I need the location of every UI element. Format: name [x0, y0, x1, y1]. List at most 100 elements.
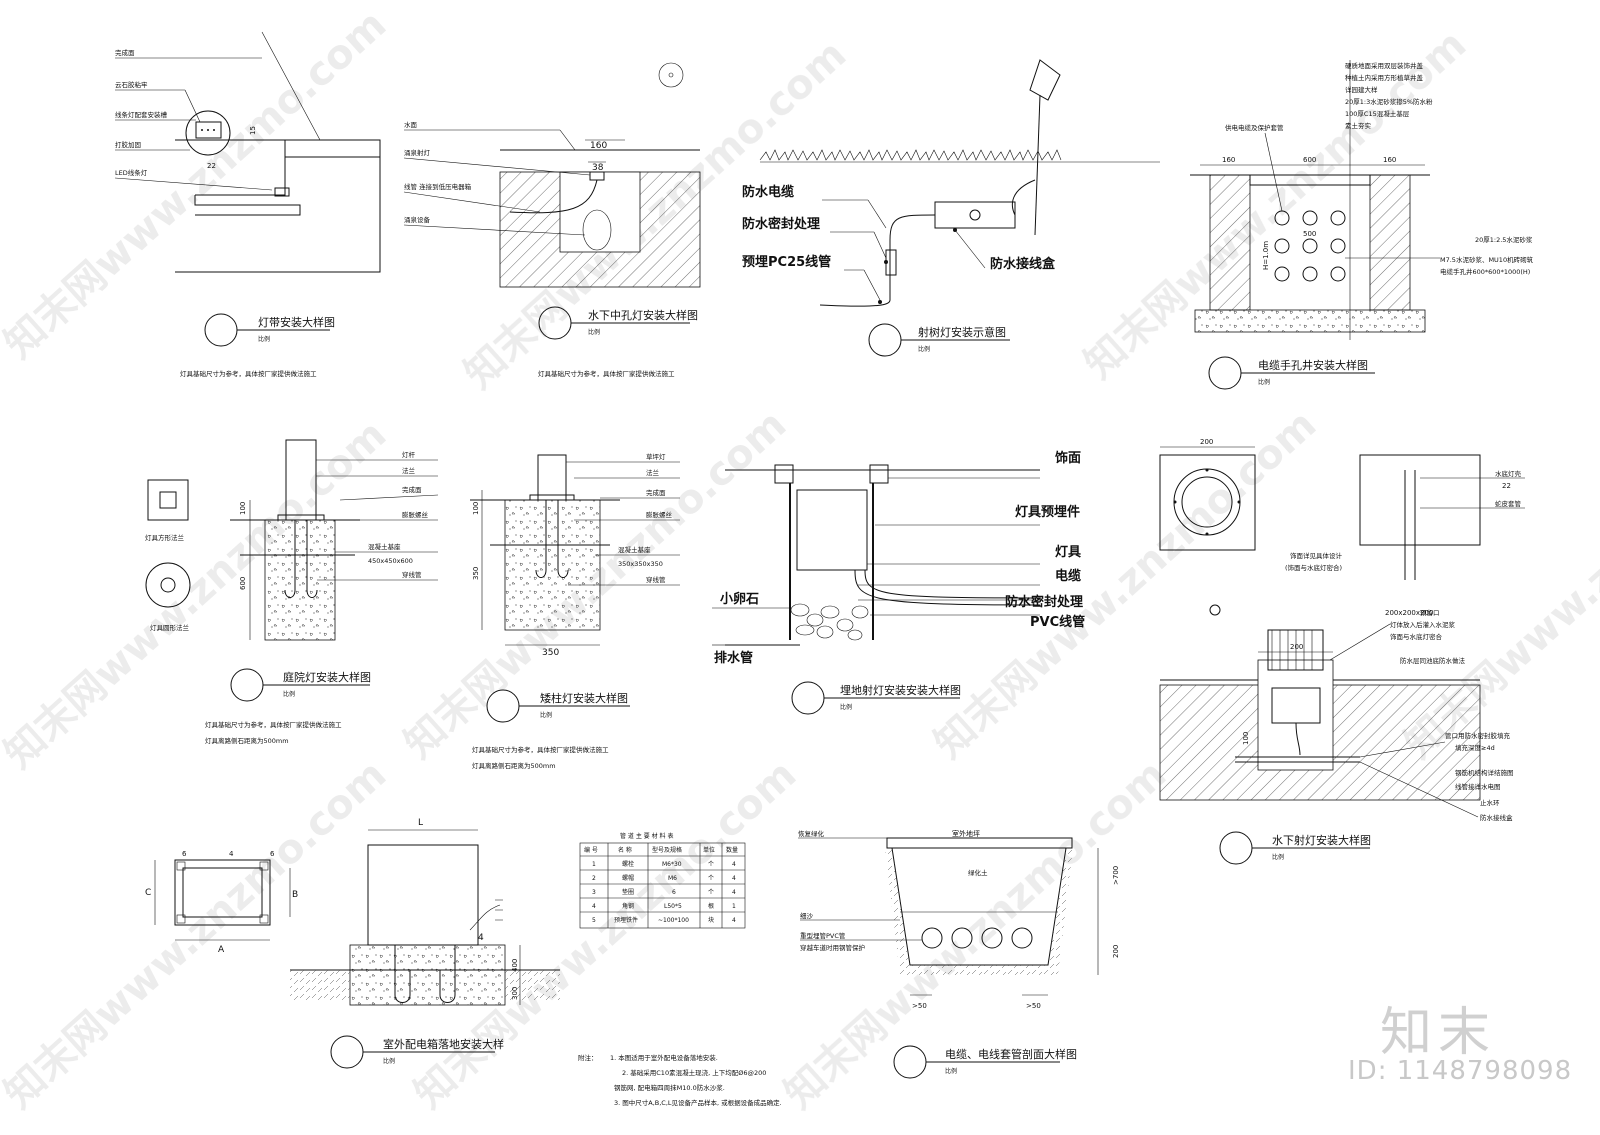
label: 素土夯实 [1345, 121, 1372, 130]
label: 线管 连接到低压电器箱 [404, 182, 472, 191]
dim: 6 [270, 850, 275, 858]
label: 完成面 [646, 488, 666, 497]
detail-marker [791, 681, 825, 715]
table-row: 3 垫圈 6 个 4 [592, 888, 736, 896]
label: 云石胶粘牢 [115, 80, 148, 89]
label: 水底灯壳 [1495, 469, 1522, 478]
label: 防水接线盒 [990, 256, 1056, 272]
label: 室外地坪 [952, 829, 980, 838]
dim: 500 [1303, 230, 1316, 238]
scale-label: 比例 [283, 690, 295, 698]
detail-title: 灯带安装大样图 [258, 315, 335, 329]
detail-title: 室外配电箱落地安装大样 [383, 1037, 504, 1051]
lamp-fins [1271, 630, 1313, 670]
dim: 200 [1200, 438, 1213, 446]
label: 法兰 [646, 468, 660, 477]
label: 详园建大样 [1345, 85, 1378, 94]
detail-marker [230, 668, 264, 702]
table-cell: 4 [732, 875, 736, 882]
label: 防水密封处理 [1005, 594, 1083, 610]
table-cell: 个 [708, 889, 714, 896]
cable-conduits [1274, 210, 1346, 282]
table-cell: 根 [708, 902, 714, 910]
detail-note: 灯具离路侧石距离为500mm [205, 736, 289, 745]
label: 穿线管 [646, 575, 666, 584]
detail-title: 庭院灯安装大样图 [283, 670, 371, 684]
label: 膨胀螺丝 [646, 510, 673, 519]
label: 混凝土基座 [618, 545, 651, 554]
table-cell: 4 [592, 903, 596, 910]
label: 涌泉射灯 [404, 148, 431, 157]
label: 打胶加固 [115, 140, 141, 149]
label: 灯具 [1055, 544, 1081, 560]
label: 混凝土基座 [368, 542, 401, 551]
table-note: 2. 基础采用C10素混凝土现浇, 上下均配Ø6@200 [622, 1068, 766, 1077]
brand-logo: 知末 [1380, 1003, 1497, 1063]
dim: 200x200x200 [1385, 609, 1433, 617]
dim: >50 [1026, 1002, 1041, 1010]
table-cell: 预埋铁件 [614, 916, 638, 924]
table-note: 3. 图中尺寸A,B,C,L见设备产品样本, 或根据设备成品确定. [614, 1098, 782, 1107]
dim: 350 [542, 648, 559, 658]
table-header: 型号及规格 [652, 846, 682, 854]
table-note: 1. 本图适用于室外配电设备落地安装. [610, 1053, 718, 1062]
scale-label: 比例 [588, 328, 600, 336]
table-cell: 4 [732, 889, 736, 896]
dim: 160 [1222, 156, 1235, 164]
table-row: 1 螺栓 M6*30 个 4 [592, 860, 736, 868]
dim: 15 [249, 126, 257, 135]
detail-marker [1219, 831, 1253, 865]
dim: C [145, 888, 151, 898]
notes-head: 附注： [578, 1053, 598, 1062]
label: 20厚1:2.5水泥砂浆 [1475, 235, 1533, 244]
table-title: 管 道 主 要 材 料 表 [620, 832, 673, 840]
detail-note: 灯具基础尺寸为参考，具体按厂家提供做法施工 [180, 369, 317, 378]
dim: 38 [592, 163, 604, 173]
detail-tree-uplight: 防水电缆 防水密封处理 预埋PC25线管 防水接线盒 射树灯安装示意图 比例 [742, 59, 1160, 357]
table-cell: 3 [592, 889, 596, 896]
label: 止水环 [1480, 798, 1500, 807]
label: 绿化土 [968, 868, 988, 877]
dim: 100 [472, 502, 480, 515]
table-cell: 4 [732, 917, 736, 924]
detail-title: 水下中孔灯安装大样图 [588, 308, 698, 322]
label: 线管接详水电图 [1455, 782, 1501, 791]
label: M7.5水泥砂浆、MU10机砖砌筑 [1440, 255, 1534, 264]
dim: >700 [1112, 866, 1120, 885]
label: 法兰 [402, 466, 416, 475]
label: 水面 [404, 120, 418, 129]
label: 防水密封处理 [742, 216, 820, 232]
label: 防水电缆 [742, 184, 794, 200]
label: 种植土内采用方形植草井盖 [1345, 73, 1424, 82]
detail-marker [204, 313, 238, 347]
table-cell: 个 [708, 861, 714, 868]
label: 细沙 [800, 911, 814, 920]
watermark-text: 知末网www.znzmo.com [0, 752, 395, 1118]
watermark-text: 知末网www.znzmo.com [406, 752, 805, 1118]
dim: 6 [182, 850, 187, 858]
detail-marker [330, 1035, 364, 1069]
pebbles [790, 603, 869, 641]
scale-label: 比例 [918, 345, 930, 353]
detail-inground-uplight: 饰面 灯具预埋件 灯具 电缆 防水密封处理 PVC线管 小卵石 排水管 埋地射灯… [712, 450, 1085, 715]
material-table: 管 道 主 要 材 料 表 编 号 名 称 型号及规格 单位 数量 1 螺栓 M… [578, 832, 782, 1107]
dim: 22 [1502, 482, 1511, 490]
detail-note: 灯具基础尺寸为参考，具体按厂家提供做法施工 [472, 745, 609, 754]
table-cell: 4 [732, 861, 736, 868]
scale-label: 比例 [383, 1057, 395, 1065]
dim: 350 [472, 567, 480, 580]
scale-label: 比例 [840, 703, 852, 711]
detail-cable-conduit-section: 室外地坪 恢复绿化 绿化土 细沙 重型埋管PVC管 穿越车道时用钢管保护 >70… [798, 829, 1120, 1079]
table-row: 5 预埋铁件 ~100*100 块 4 [592, 916, 736, 924]
table-row: 2 螺帽 M6 个 4 [592, 874, 736, 882]
table-cell: 6 [672, 889, 676, 896]
detail-led-strip: 完成面 云石胶粘牢 线条灯配套安装槽 打胶加固 LED线条灯 15 22 灯带安… [114, 31, 381, 378]
dim: L [418, 818, 423, 828]
dim: 400 [511, 959, 519, 972]
detail-marker [893, 1045, 927, 1079]
detail-marker [1208, 356, 1242, 390]
detail-garden-light: 灯具方形法兰 灯具圆形法兰 100 600 灯杆 法兰 完成面 膨胀螺丝 混凝土… [145, 439, 439, 745]
detail-bollard-light: 100 350 350 草坪灯 法兰 完成面 膨胀螺丝 混凝土基座 350x35… [470, 452, 680, 770]
label: 钢筋机结构详结施图 [1455, 768, 1514, 777]
